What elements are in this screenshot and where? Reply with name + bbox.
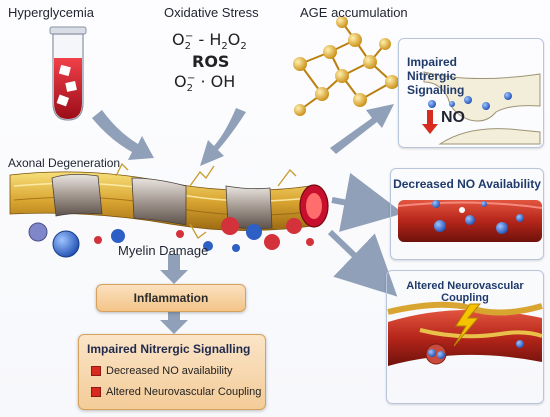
neurovascular-illustration [387,301,543,366]
bullet-square-icon [91,366,101,377]
ros-superoxide-sub: 2 [184,41,191,53]
axonal-degeneration-label: Axonal Degeneration [8,156,121,170]
ros-superoxide-2-o: O [174,72,187,91]
panel-no-availability: Decreased NO Availability [390,168,544,260]
ros-hydroxyl: · OH [200,72,236,91]
ros-peroxide-o: O [227,30,241,49]
myelin-damage-label: Myelin Damage [118,243,209,258]
myelin-sheaths [51,174,273,230]
ros-line-1: O2− - H2O2 [172,30,247,52]
ros-peroxide-h-sub: 2 [221,41,228,53]
summary-item-2: Altered Neurovascular Coupling [91,386,261,398]
age-lattice-icon [293,16,399,116]
flow-arrows [160,254,188,334]
age-accumulation-label: AGE accumulation [300,5,408,20]
nerve-fiber [9,162,329,239]
outcome-arrows [327,172,404,297]
panel-neurovascular-title: Altered Neurovascular Coupling [406,280,524,304]
inflammation-box: Inflammation [96,284,246,312]
cause-arrows [92,104,394,166]
panel-no-availability-title: Decreased NO Availability [393,177,541,191]
ros-label: ROS [192,52,230,71]
no-label: NO [441,109,465,126]
ros-peroxide-o-sub: 2 [240,41,247,53]
blood-vessel-illustration [397,200,543,242]
summary-item-2-text: Altered Neurovascular Coupling [106,386,262,398]
ros-line-3: O2− · OH [174,72,235,94]
summary-box: Impaired Nitrergic Signalling Decreased … [78,334,266,410]
oxidative-stress-label: Oxidative Stress [164,5,259,20]
inflammatory-cells [28,217,314,258]
bullet-square-icon [91,387,101,398]
summary-title: Impaired Nitrergic Signalling [87,342,251,356]
ros-superoxide-o: O [172,30,185,49]
panel-nitrergic-title: Impaired Nitrergic Signalling [407,55,465,97]
summary-item-1: Decreased NO availability [91,365,233,377]
ros-superoxide-2-sup: − [186,72,196,84]
summary-item-1-text: Decreased NO availability [106,365,233,377]
panel-nitrergic: Impaired Nitrergic Signalling NO [398,38,544,148]
hyperglycemia-label: Hyperglycemia [8,5,94,20]
ros-superoxide-sup: − [184,30,194,42]
inflammation-label: Inflammation [133,291,209,305]
test-tube-icon [49,26,87,121]
panel-neurovascular: Altered Neurovascular Coupling [386,270,544,404]
ros-superoxide-2-sub: 2 [186,83,193,95]
nitrergic-synapse-illustration [422,71,541,145]
ros-peroxide-h: H [209,30,222,49]
ros-separator: - [193,30,210,49]
